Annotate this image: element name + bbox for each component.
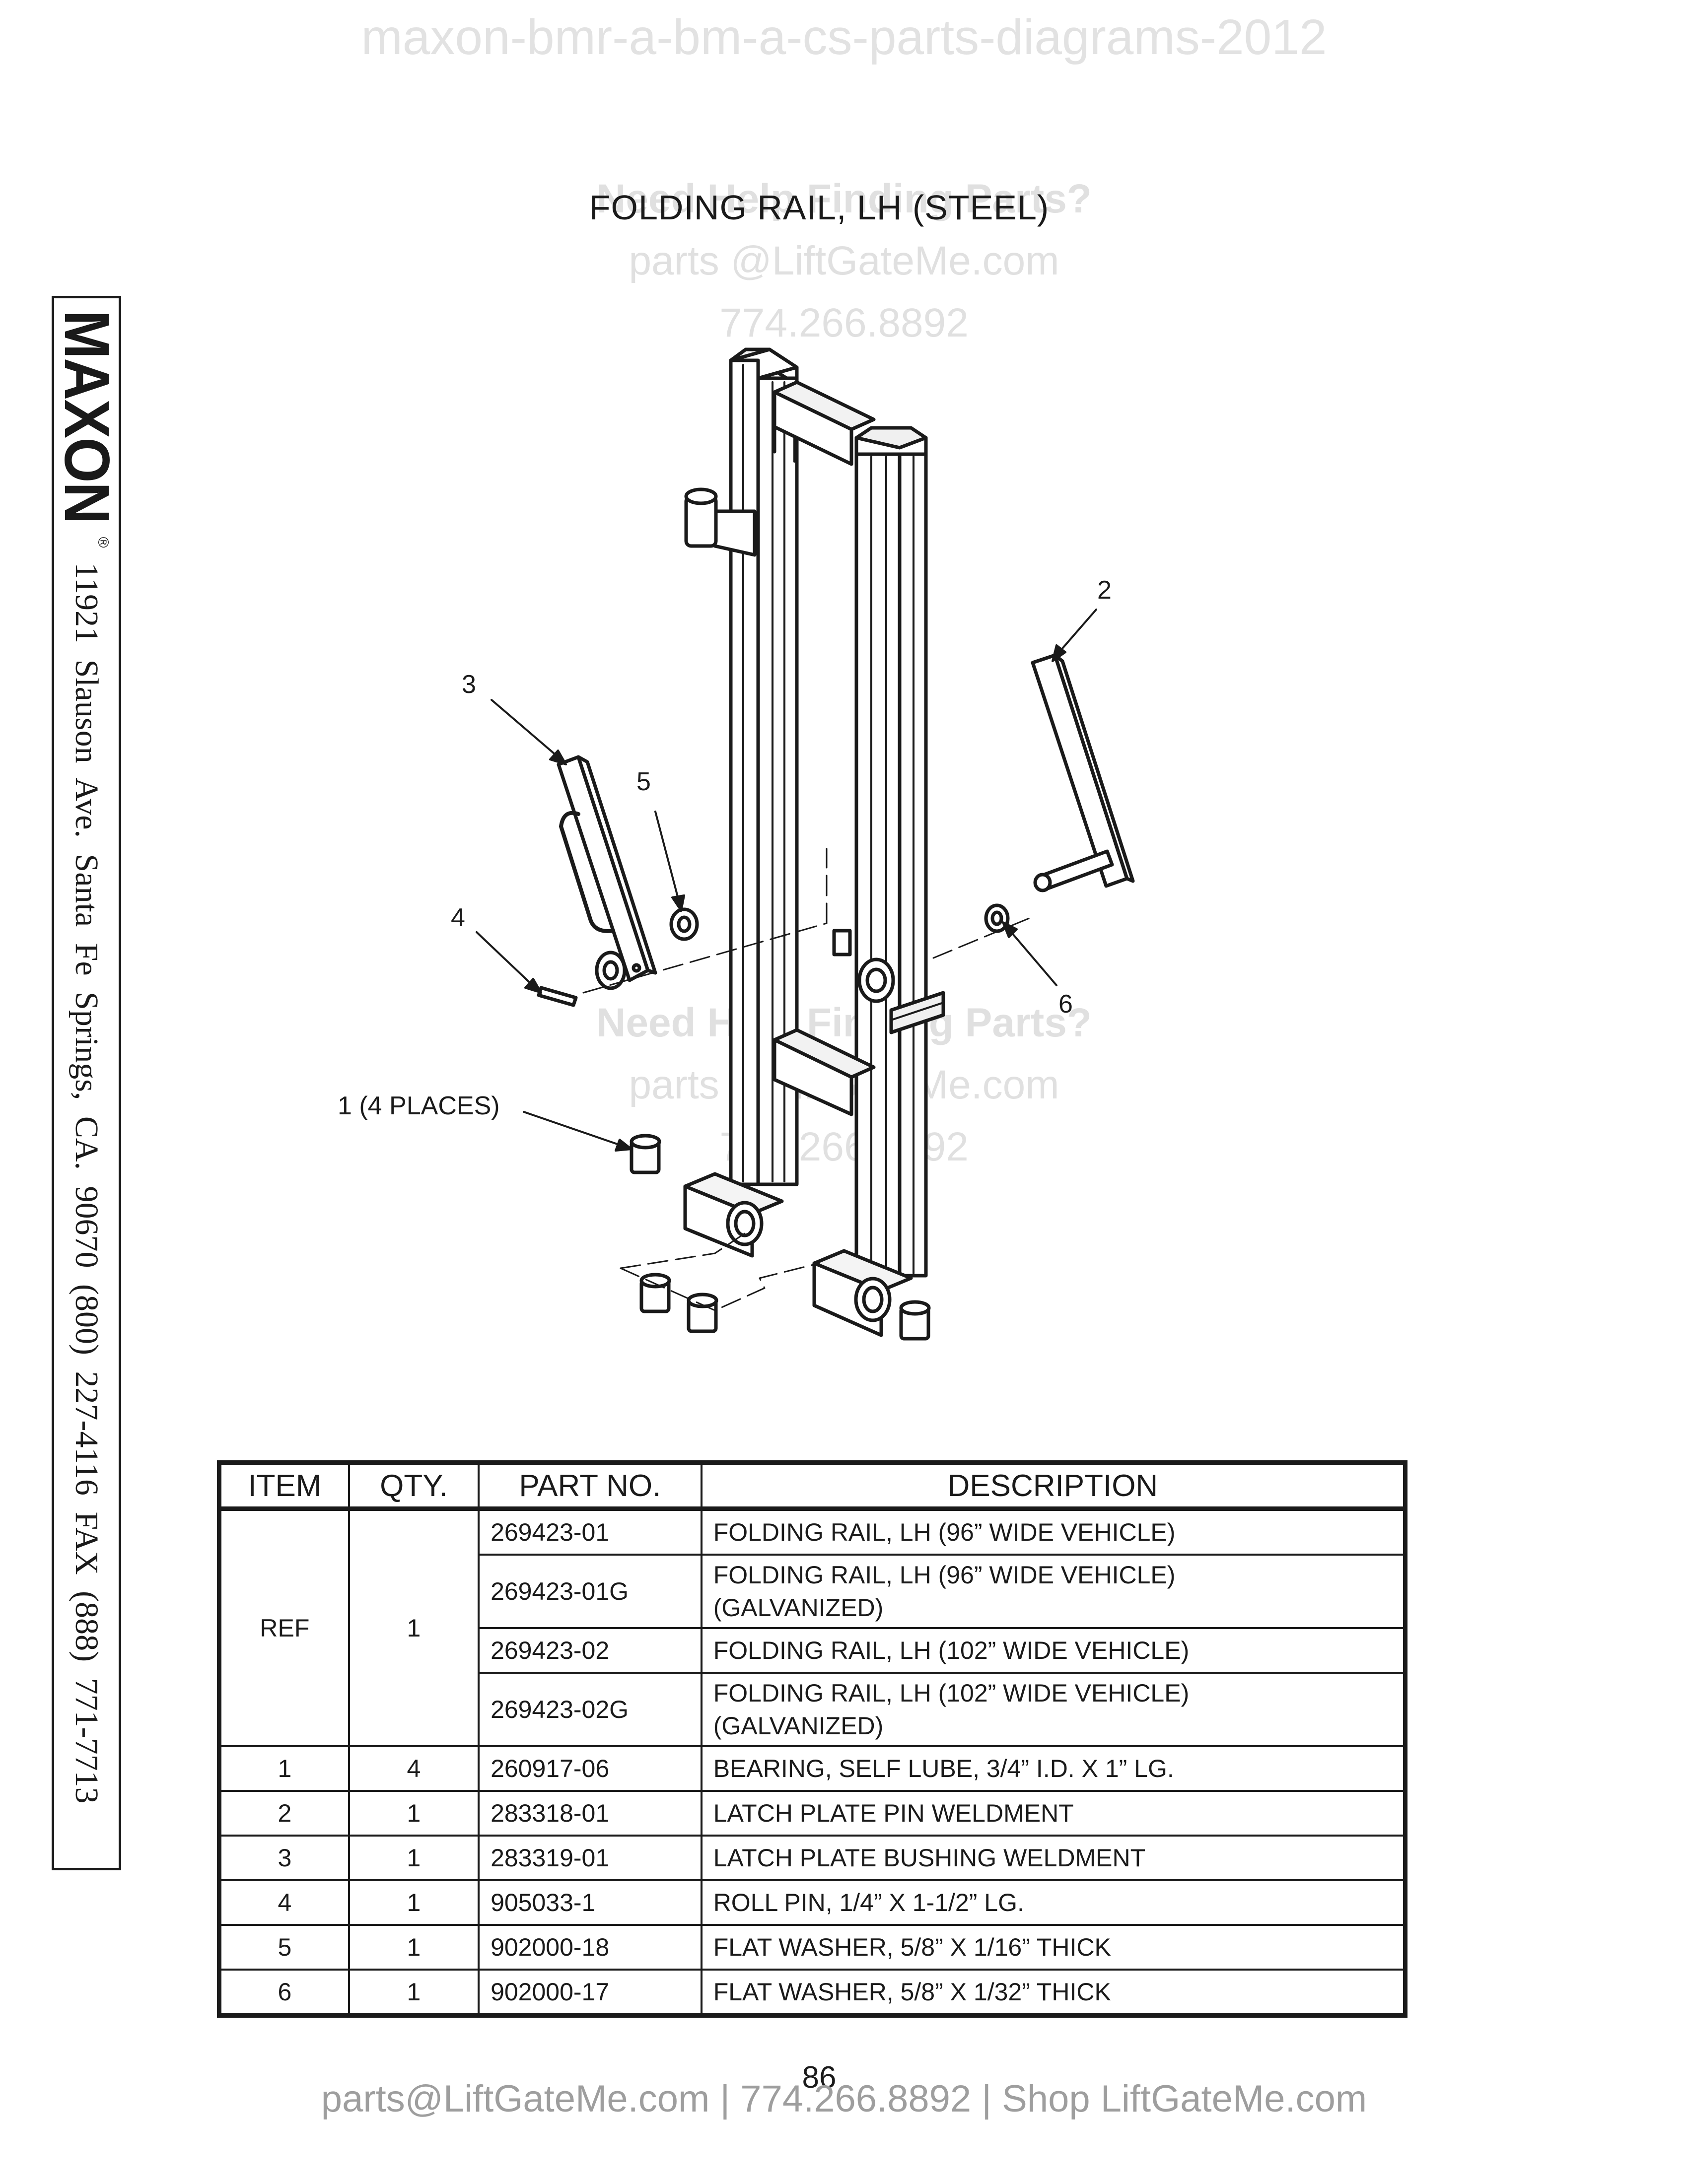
description-line: (GALVANIZED) bbox=[713, 1712, 884, 1740]
page-number: 86 bbox=[802, 2060, 837, 2095]
cell-description: LATCH PLATE BUSHING WELDMENT bbox=[700, 1835, 1407, 1881]
cell-qty: 1 bbox=[348, 1969, 480, 2017]
table-row: 269423-02 FOLDING RAIL, LH (102” WIDE VE… bbox=[219, 1627, 1407, 1674]
cell-part-no: 260917-06 bbox=[478, 1745, 703, 1792]
cell-part-no: 902000-17 bbox=[478, 1969, 703, 2017]
callout-4: 4 bbox=[451, 903, 465, 932]
latch-plate-pin-weldment bbox=[1031, 653, 1135, 892]
flat-washer-part-6 bbox=[984, 903, 1010, 933]
cell-item: 2 bbox=[218, 1790, 350, 1837]
cell-part-no: 269423-02G bbox=[478, 1672, 703, 1747]
cell-description: ROLL PIN, 1/4” X 1-1/2” LG. bbox=[700, 1879, 1407, 1926]
cell-part-no: 269423-01 bbox=[478, 1507, 703, 1556]
rail-top-crossbar bbox=[773, 380, 876, 466]
description-line: (GALVANIZED) bbox=[713, 1594, 884, 1622]
bearing-part-1 bbox=[899, 1300, 931, 1341]
watermark-help-line: Need Help Finding Parts? bbox=[596, 1000, 1092, 1045]
header-part-no: PART NO. bbox=[478, 1461, 703, 1510]
hinge-block-right bbox=[812, 1249, 913, 1337]
table-row: 6 1 902000-17 FLAT WASHER, 5/8” X 1/32” … bbox=[218, 1969, 1407, 2017]
cell-description: FOLDING RAIL, LH (102” WIDE VEHICLE) bbox=[700, 1627, 1407, 1674]
header-description: DESCRIPTION bbox=[700, 1461, 1407, 1510]
brand-logo: MAXON bbox=[51, 310, 122, 524]
cell-qty: 1 bbox=[348, 1507, 480, 1747]
callout-2: 2 bbox=[1097, 576, 1112, 605]
description-line: FOLDING RAIL, LH (96” WIDE VEHICLE) bbox=[713, 1561, 1176, 1589]
bearing-part-1 bbox=[687, 1293, 718, 1333]
flat-washer-part-5 bbox=[669, 907, 699, 941]
header-item: ITEM bbox=[218, 1461, 350, 1510]
header-qty: QTY. bbox=[348, 1461, 480, 1510]
cell-item: 1 bbox=[218, 1745, 350, 1792]
registered-mark: ® bbox=[95, 537, 111, 548]
cell-part-no: 283319-01 bbox=[478, 1835, 703, 1881]
cell-part-no: 269423-01G bbox=[478, 1554, 703, 1629]
cell-description: FOLDING RAIL, LH (96” WIDE VEHICLE) bbox=[700, 1507, 1407, 1556]
table-row: 3 1 283319-01 LATCH PLATE BUSHING WELDME… bbox=[218, 1835, 1407, 1881]
cell-qty: 4 bbox=[348, 1745, 480, 1792]
table-row: 1 4 260917-06 BEARING, SELF LUBE, 3/4” I… bbox=[218, 1745, 1407, 1792]
cell-qty: 1 bbox=[348, 1790, 480, 1837]
watermark-email-line: parts @LiftGateMe.com bbox=[629, 1062, 1059, 1107]
footer-contact: parts@LiftGateMe.com | 774.266.8892 | Sh… bbox=[321, 2078, 1367, 2120]
table-row: 269423-01G FOLDING RAIL, LH (96” WIDE VE… bbox=[219, 1554, 1407, 1629]
company-address: 11921 Slauson Ave. Santa Fe Springs, CA.… bbox=[69, 562, 105, 1804]
latch-plate-bushing-weldment bbox=[557, 755, 657, 990]
callout-3: 3 bbox=[462, 670, 476, 699]
hinge-knuckle bbox=[684, 487, 757, 557]
watermark-phone-line: 774.266.8892 bbox=[719, 300, 969, 345]
table-row: REF 1 269423-01 FOLDING RAIL, LH (96” WI… bbox=[218, 1507, 1407, 1747]
cell-description: FLAT WASHER, 5/8” X 1/32” THICK bbox=[700, 1969, 1407, 2017]
table-row: 269423-02G FOLDING RAIL, LH (102” WIDE V… bbox=[219, 1672, 1407, 1747]
cell-part-no: 283318-01 bbox=[478, 1790, 703, 1837]
bearing-part-1 bbox=[639, 1273, 671, 1313]
cell-qty: 1 bbox=[348, 1879, 480, 1926]
cell-description: FOLDING RAIL, LH (96” WIDE VEHICLE) (GALV… bbox=[700, 1554, 1407, 1629]
description-line: FOLDING RAIL, LH (102” WIDE VEHICLE) bbox=[713, 1679, 1190, 1707]
watermark-help-line: Need Help Finding Parts? bbox=[596, 176, 1092, 221]
table-row: 5 1 902000-18 FLAT WASHER, 5/8” X 1/16” … bbox=[218, 1924, 1407, 1971]
cell-description: LATCH PLATE PIN WELDMENT bbox=[700, 1790, 1407, 1837]
cell-description: FLAT WASHER, 5/8” X 1/16” THICK bbox=[700, 1924, 1407, 1971]
cell-item: 3 bbox=[218, 1835, 350, 1881]
cell-qty: 1 bbox=[348, 1835, 480, 1881]
table-row: 4 1 905033-1 ROLL PIN, 1/4” X 1-1/2” LG. bbox=[218, 1879, 1407, 1926]
cell-item: 5 bbox=[218, 1924, 350, 1971]
brand-sidebar: MAXON ® 11921 Slauson Ave. Santa Fe Spri… bbox=[51, 296, 122, 1870]
description-line: FOLDING RAIL, LH (96” WIDE VEHICLE) bbox=[713, 1518, 1176, 1546]
cell-part-no: 902000-18 bbox=[478, 1924, 703, 1971]
hinge-block-left bbox=[683, 1172, 784, 1258]
table-row: 2 1 283318-01 LATCH PLATE PIN WELDMENT bbox=[218, 1790, 1407, 1837]
cell-item: 6 bbox=[218, 1969, 350, 2017]
cell-description: FOLDING RAIL, LH (102” WIDE VEHICLE) (GAL… bbox=[700, 1672, 1407, 1747]
callout-5: 5 bbox=[636, 767, 651, 796]
page-title: FOLDING RAIL, LH (STEEL) bbox=[589, 188, 1050, 227]
cell-item: 4 bbox=[218, 1879, 350, 1926]
watermark-phone-line: 774.266.8892 bbox=[719, 1124, 969, 1169]
cell-description: BEARING, SELF LUBE, 3/4” I.D. X 1” LG. bbox=[700, 1745, 1407, 1792]
parts-table: ITEM QTY. PART NO. DESCRIPTION REF 1 269… bbox=[217, 1460, 1407, 2018]
sidebar-content: MAXON ® 11921 Slauson Ave. Santa Fe Spri… bbox=[51, 301, 122, 1865]
description-line: FOLDING RAIL, LH (102” WIDE VEHICLE) bbox=[713, 1637, 1190, 1664]
cell-item: REF bbox=[218, 1507, 350, 1747]
watermark-block-middle: Need Help Finding Parts? parts @LiftGate… bbox=[496, 992, 1192, 1178]
cell-part-no: 269423-02 bbox=[478, 1627, 703, 1674]
watermark-document-name: maxon-bmr-a-bm-a-cs-parts-diagrams-2012 bbox=[361, 9, 1327, 65]
cell-qty: 1 bbox=[348, 1924, 480, 1971]
watermark-email-line: parts @LiftGateMe.com bbox=[629, 238, 1059, 283]
table-header-row: ITEM QTY. PART NO. DESCRIPTION bbox=[218, 1461, 1407, 1510]
callout-1: 1 (4 PLACES) bbox=[338, 1092, 500, 1120]
cell-part-no: 905033-1 bbox=[478, 1879, 703, 1926]
watermark-block-top: Need Help Finding Parts? parts @LiftGate… bbox=[496, 168, 1192, 354]
